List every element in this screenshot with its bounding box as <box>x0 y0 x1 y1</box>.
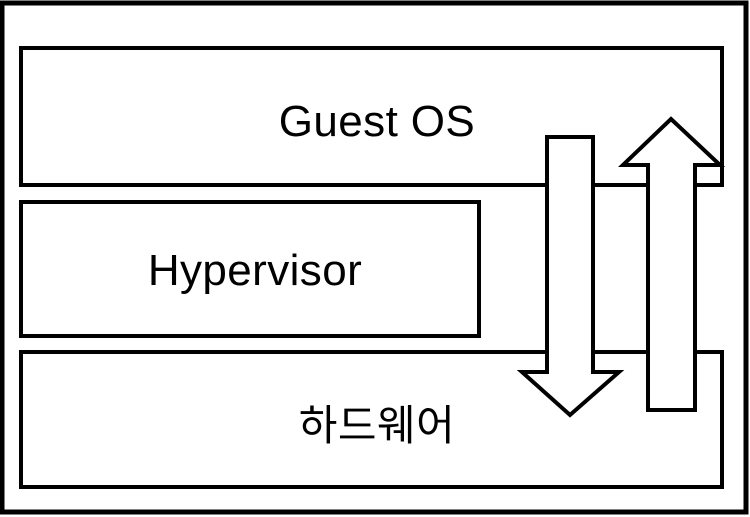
guest-os-box <box>19 46 724 187</box>
down-arrow-icon <box>516 135 625 418</box>
hypervisor-box <box>19 200 481 338</box>
up-arrow-icon <box>618 116 726 412</box>
hardware-label: 하드웨어 <box>299 402 456 449</box>
guest-os-label: Guest OS <box>279 97 475 146</box>
hypervisor-label: Hypervisor <box>148 246 362 295</box>
